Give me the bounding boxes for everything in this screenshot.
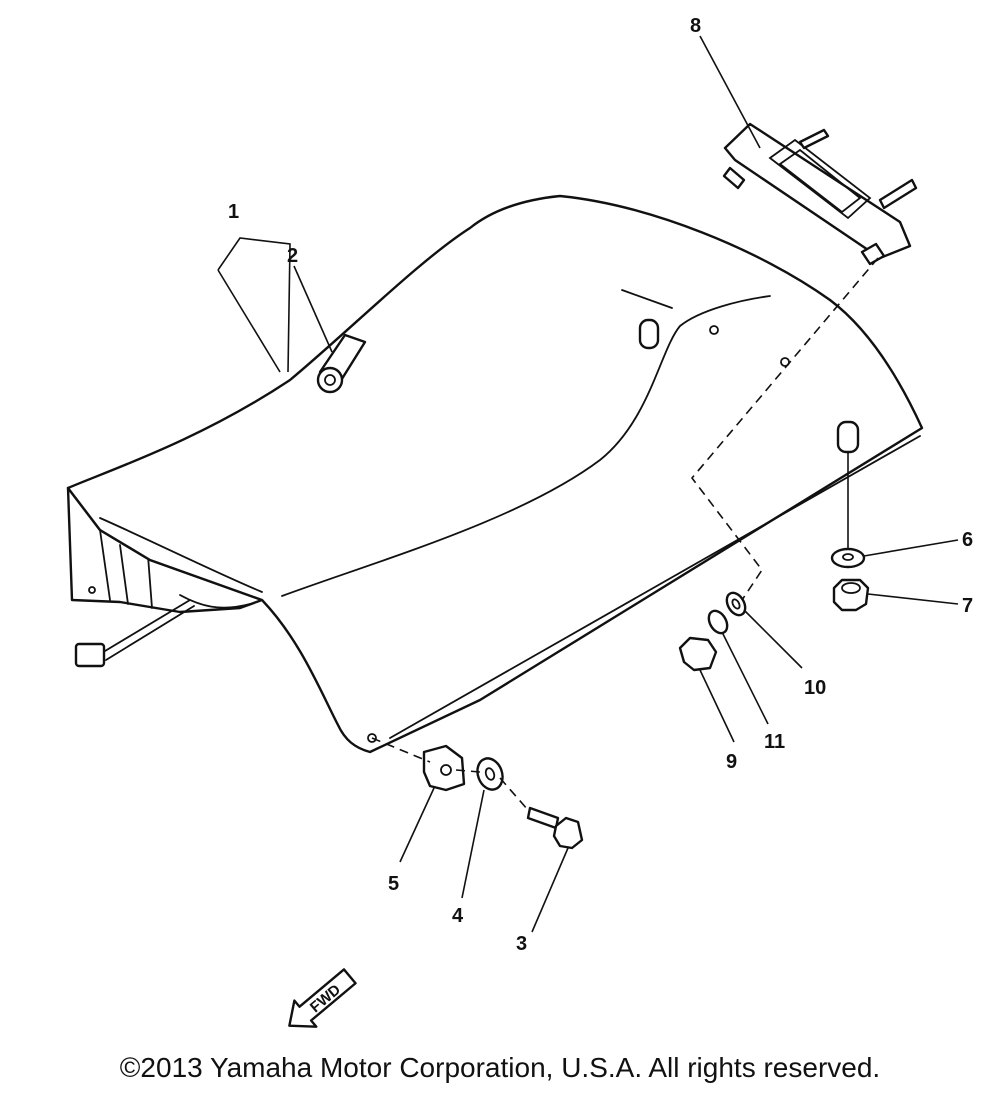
part-5-plate bbox=[422, 744, 466, 792]
leader-lines bbox=[217, 35, 959, 933]
part-4-washer bbox=[476, 757, 504, 791]
callout-6: 6 bbox=[962, 529, 973, 551]
part-9-nut bbox=[678, 636, 718, 672]
callout-2: 2 bbox=[287, 245, 298, 267]
part-3-bolt bbox=[526, 806, 584, 850]
callout-10: 10 bbox=[804, 677, 826, 699]
callout-3: 3 bbox=[516, 933, 527, 955]
callout-9: 9 bbox=[726, 751, 737, 773]
seat-assembly bbox=[66, 194, 924, 754]
copyright-notice: ©2013 Yamaha Motor Corporation, U.S.A. A… bbox=[119, 1052, 881, 1083]
part-11-washer bbox=[707, 609, 729, 635]
part-2-roller bbox=[316, 333, 367, 394]
part-10-washer bbox=[725, 591, 747, 617]
callout-11: 11 bbox=[764, 731, 785, 753]
part-7-nut bbox=[832, 578, 870, 612]
seat-damper bbox=[638, 318, 660, 350]
callout-1: 1 bbox=[228, 201, 239, 223]
cable-connector bbox=[74, 642, 106, 668]
callout-5: 5 bbox=[388, 873, 399, 895]
callout-7: 7 bbox=[962, 595, 973, 617]
part-8-bracket bbox=[722, 122, 918, 266]
fwd-arrow: FWD bbox=[288, 968, 357, 1028]
callout-8: 8 bbox=[690, 15, 701, 37]
seat-cable bbox=[74, 594, 251, 668]
seat-parts-diagram: 1 2 3 4 5 6 7 8 9 10 11 FWD bbox=[66, 15, 973, 1028]
assembly-lines bbox=[371, 257, 879, 811]
seat-damper bbox=[836, 420, 860, 454]
callout-4: 4 bbox=[452, 905, 464, 927]
part-6-washer bbox=[830, 547, 866, 569]
callouts: 1 2 3 4 5 6 7 8 9 10 11 bbox=[228, 15, 973, 955]
